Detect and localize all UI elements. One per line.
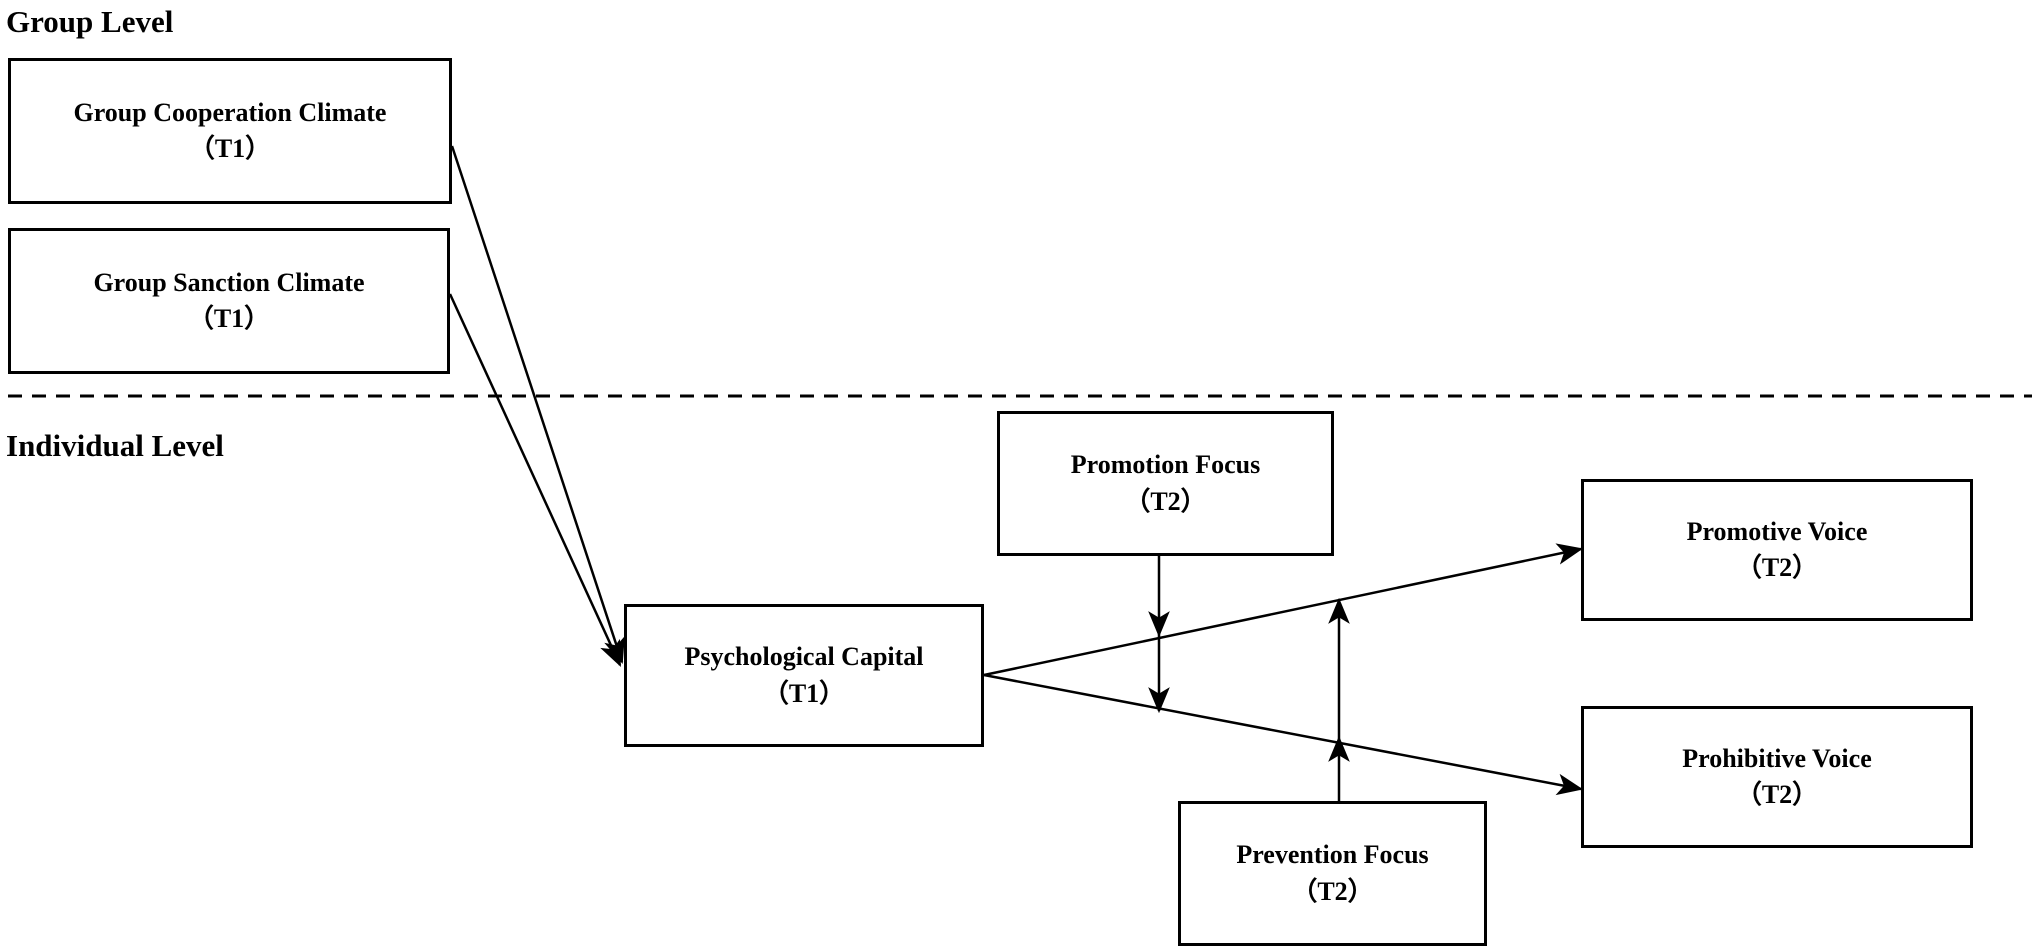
box-title: Promotive Voice (1686, 516, 1868, 546)
promotive-voice-box: Promotive Voice （T2） (1581, 479, 1973, 621)
box-time: （T2） (1735, 780, 1819, 809)
box-time: （T1） (762, 678, 846, 708)
box-time: （T2） (1124, 486, 1207, 516)
box-time: （T2） (1291, 876, 1374, 906)
arrow-pc-to-promotive-voice (983, 543, 1584, 677)
box-time: （T2） (1735, 553, 1819, 582)
box-title: Prevention Focus (1236, 840, 1429, 870)
group-level-label: Group Level (6, 4, 174, 39)
box-time: （T1） (188, 134, 272, 163)
box-title: Prohibitive Voice (1682, 743, 1872, 773)
arrow-gcc-to-pc (450, 145, 625, 665)
box-time: （T1） (187, 304, 271, 333)
box-title: Psychological Capital (684, 642, 924, 672)
promotion-focus-box: Promotion Focus （T2） (997, 411, 1334, 556)
box-title: Group Cooperation Climate (73, 97, 387, 127)
group-cooperation-climate-box: Group Cooperation Climate （T1） (8, 58, 452, 204)
psychological-capital-box: Psychological Capital （T1） (624, 604, 984, 747)
group-sanction-climate-box: Group Sanction Climate （T1） (8, 228, 450, 374)
prohibitive-voice-box: Prohibitive Voice （T2） (1581, 706, 1973, 848)
arrow-gsc-to-pc (448, 293, 622, 667)
box-title: Group Sanction Climate (93, 267, 365, 297)
arrow-pc-to-prohibitive-voice (983, 673, 1584, 796)
individual-level-label: Individual Level (6, 428, 224, 463)
prevention-focus-box: Prevention Focus （T2） (1178, 801, 1487, 946)
box-title: Promotion Focus (1070, 450, 1261, 480)
